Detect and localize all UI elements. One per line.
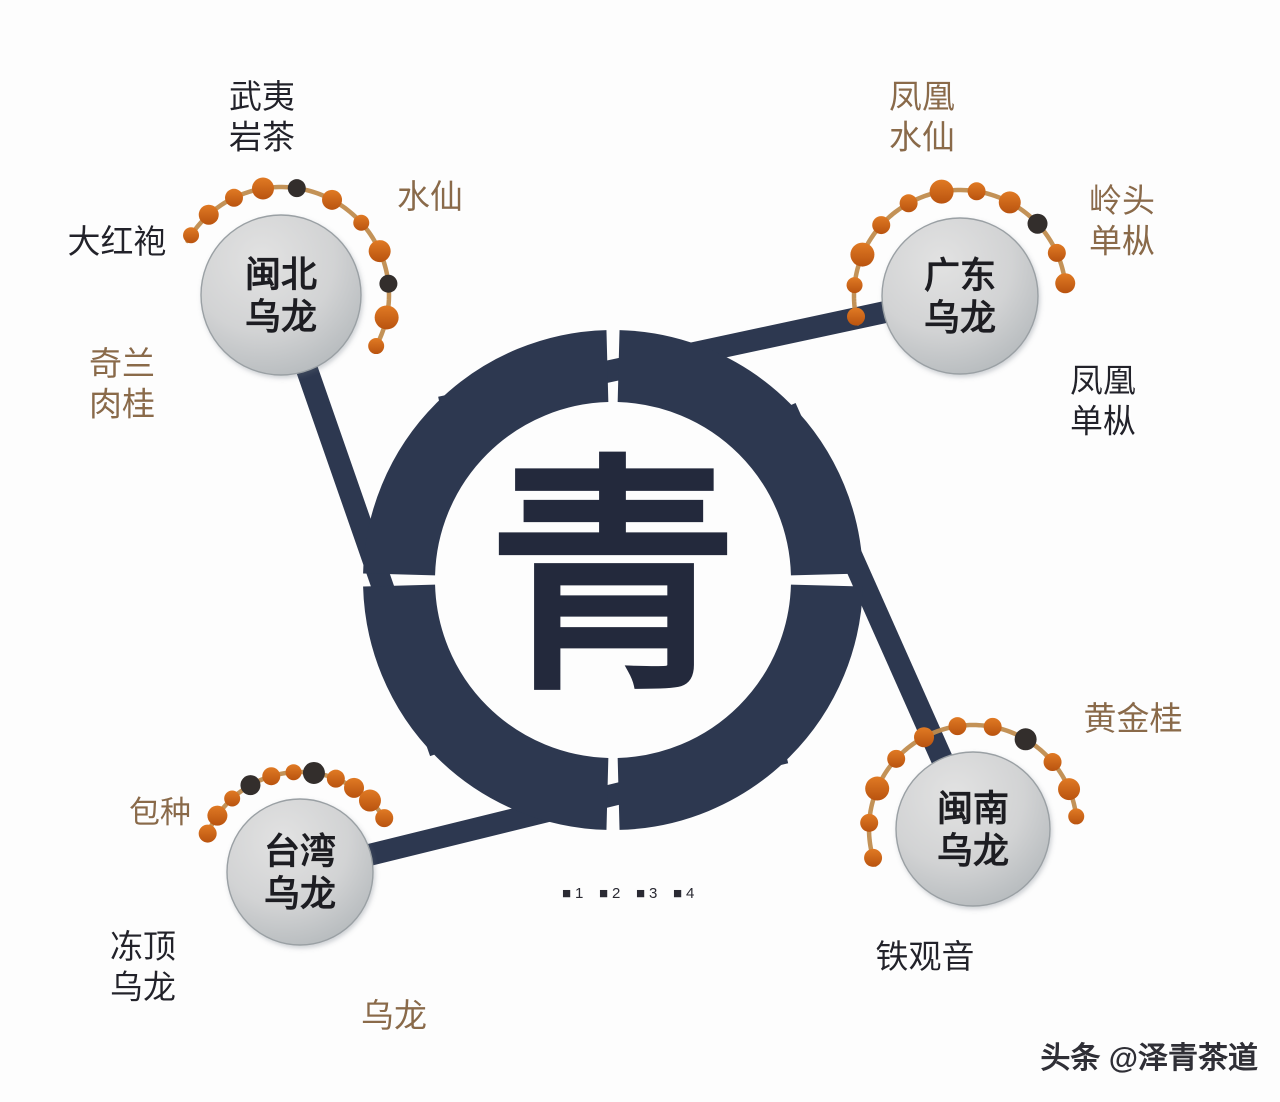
legend-label-2: 2 bbox=[612, 885, 620, 902]
legend-marker-4: ■ bbox=[673, 885, 682, 902]
variety-label-guangdong-1: 凤凰水仙 bbox=[889, 78, 955, 155]
bead-minbei-9 bbox=[379, 274, 398, 293]
bead-guangdong-9 bbox=[1027, 213, 1048, 234]
legend-marker-3: ■ bbox=[636, 885, 645, 902]
bead-minbei-3 bbox=[224, 188, 243, 207]
bead-guangdong-8 bbox=[998, 191, 1021, 214]
center-ring-group bbox=[363, 330, 863, 830]
bead-minnan-4 bbox=[887, 749, 906, 768]
variety-label-guangdong-2: 岭头单枞 bbox=[1089, 182, 1155, 259]
legend-marker-2: ■ bbox=[599, 885, 608, 902]
watermark: 头条 @泽青茶道 bbox=[1040, 1042, 1258, 1075]
variety-label-taiwan-2: 冻顶乌龙 bbox=[110, 928, 176, 1005]
legend-group: ■1■2■3■4 bbox=[562, 885, 694, 902]
bead-minbei-8 bbox=[368, 240, 391, 263]
center-ring-segment-4 bbox=[363, 330, 610, 577]
bead-minbei-11 bbox=[368, 338, 385, 355]
center-glyph-group: 青 bbox=[488, 444, 738, 721]
bead-arcs-group bbox=[183, 177, 1085, 867]
node-guangdong[interactable]: 广东乌龙 bbox=[881, 217, 1039, 375]
bead-taiwan-10 bbox=[358, 789, 381, 812]
variety-label-minbei-3: 大红袍 bbox=[68, 223, 167, 260]
bead-minbei-6 bbox=[322, 189, 343, 210]
bead-guangdong-5 bbox=[899, 194, 918, 213]
node-minbei[interactable]: 闽北乌龙 bbox=[200, 214, 362, 376]
legend-marker-1: ■ bbox=[562, 885, 571, 902]
bead-guangdong-3 bbox=[850, 242, 875, 267]
bead-taiwan-5 bbox=[262, 767, 281, 786]
bead-minbei-4 bbox=[251, 177, 274, 200]
center-character: 青 bbox=[488, 444, 738, 721]
variety-label-guangdong-3: 凤凰单枞 bbox=[1070, 362, 1136, 439]
node-circle-guangdong[interactable] bbox=[881, 217, 1039, 375]
bead-minbei-10 bbox=[374, 305, 399, 330]
bead-minnan-8 bbox=[1014, 728, 1037, 751]
bead-minnan-5 bbox=[914, 727, 935, 748]
variety-label-taiwan-1: 包种 bbox=[129, 795, 191, 830]
bead-minbei-5 bbox=[287, 179, 306, 198]
bead-minnan-3 bbox=[865, 776, 890, 801]
bead-taiwan-2 bbox=[207, 805, 228, 826]
watermark-group: 头条 @泽青茶道 bbox=[1040, 1042, 1258, 1075]
bead-guangdong-2 bbox=[846, 277, 863, 294]
variety-label-taiwan-3: 乌龙 bbox=[361, 997, 427, 1034]
bead-guangdong-4 bbox=[872, 216, 891, 235]
node-title-taiwan: 台湾乌龙 bbox=[264, 830, 336, 913]
bead-guangdong-11 bbox=[1055, 273, 1076, 294]
bead-guangdong-10 bbox=[1047, 243, 1066, 262]
bead-minbei-1 bbox=[183, 227, 200, 244]
node-circle-minnan[interactable] bbox=[895, 751, 1051, 907]
bead-minnan-1 bbox=[864, 848, 883, 867]
bead-taiwan-1 bbox=[198, 824, 217, 843]
bead-minnan-2 bbox=[860, 813, 879, 832]
center-ring-segment-3 bbox=[363, 583, 610, 830]
node-circle-taiwan[interactable] bbox=[226, 798, 374, 946]
bead-minnan-9 bbox=[1043, 753, 1062, 772]
variety-label-minnan-1: 黄金桂 bbox=[1084, 700, 1183, 737]
legend-label-3: 3 bbox=[649, 885, 657, 902]
variety-label-minbei-2: 水仙 bbox=[397, 178, 463, 215]
node-title-guangdong: 广东乌龙 bbox=[924, 254, 996, 337]
bead-taiwan-4 bbox=[240, 775, 261, 796]
bead-guangdong-6 bbox=[929, 179, 954, 204]
variety-label-minbei-4: 奇兰肉桂 bbox=[89, 345, 155, 422]
bead-minnan-10 bbox=[1058, 778, 1081, 801]
bead-guangdong-1 bbox=[847, 307, 866, 326]
bead-minnan-7 bbox=[983, 717, 1002, 736]
node-title-minbei: 闽北乌龙 bbox=[245, 253, 317, 336]
bead-taiwan-8 bbox=[326, 769, 345, 788]
variety-label-minbei-1: 武夷岩茶 bbox=[229, 78, 295, 155]
bead-taiwan-11 bbox=[375, 809, 394, 828]
node-circle-minbei[interactable] bbox=[200, 214, 362, 376]
bead-taiwan-9 bbox=[344, 777, 365, 798]
legend-label-1: 1 bbox=[575, 885, 583, 902]
bead-minnan-6 bbox=[948, 717, 967, 736]
bead-minbei-2 bbox=[198, 204, 219, 225]
variety-label-minnan-2: 铁观音 bbox=[876, 938, 975, 975]
bead-minnan-11 bbox=[1068, 808, 1085, 825]
center-ring-segment-1 bbox=[616, 330, 863, 577]
center-ring-segment-2 bbox=[616, 583, 863, 830]
node-taiwan[interactable]: 台湾乌龙 bbox=[226, 798, 374, 946]
bead-guangdong-7 bbox=[967, 182, 986, 201]
node-title-minnan: 闽南乌龙 bbox=[937, 787, 1009, 870]
bead-taiwan-3 bbox=[224, 790, 241, 807]
bead-taiwan-6 bbox=[285, 764, 302, 781]
bead-taiwan-7 bbox=[302, 761, 325, 784]
node-minnan[interactable]: 闽南乌龙 bbox=[895, 751, 1051, 907]
bead-minbei-7 bbox=[353, 214, 370, 231]
legend-label-4: 4 bbox=[686, 885, 694, 902]
